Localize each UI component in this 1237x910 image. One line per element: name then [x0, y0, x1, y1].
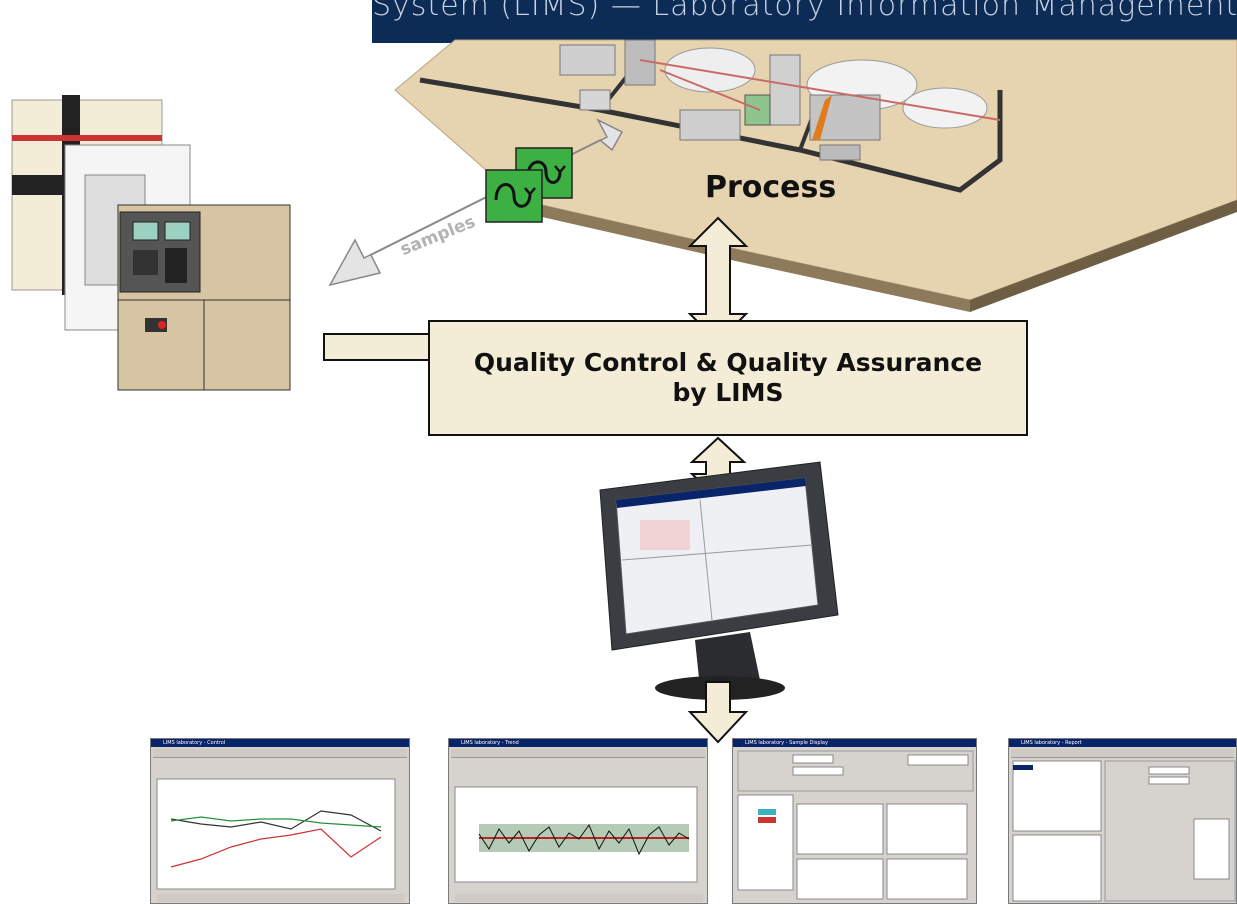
screen-toolbar — [1011, 749, 1234, 758]
screen-title: LIMS laboratory - Report — [1009, 739, 1236, 747]
banner-text: System (LIMS) — Laboratory Information M… — [372, 0, 1237, 23]
screen-report: LIMS laboratory - Report — [1008, 738, 1237, 904]
qc-lims-box: Quality Control & Quality Assurance by L… — [428, 320, 1028, 436]
qc-title-line1: Quality Control & Quality Assurance — [473, 348, 983, 377]
screen-toolbar — [153, 749, 407, 758]
screen-toolbar — [451, 749, 705, 758]
process-label: Process — [705, 170, 837, 205]
screen-sample-display: LIMS laboratory - Sample Display — [732, 738, 977, 904]
trend-chart-plot — [454, 786, 703, 902]
top-banner: System (LIMS) — Laboratory Information M… — [372, 0, 1237, 43]
samples-arrow — [328, 118, 624, 287]
screen-title: LIMS laboratory - Control — [151, 739, 409, 747]
lims-monitor-illustration — [599, 461, 839, 700]
qc-title-line2: by LIMS — [672, 378, 784, 407]
report-panels — [1012, 760, 1236, 902]
screen-title: LIMS laboratory - Trend — [449, 739, 707, 747]
sample-cube-icons — [485, 147, 573, 223]
monitor-to-screens-arrow — [687, 681, 749, 744]
control-chart-plot — [156, 778, 405, 902]
screen-trend-chart: LIMS laboratory - Trend — [448, 738, 708, 904]
process-plant-illustration — [394, 39, 1237, 312]
lab-analyzer-illustration — [11, 95, 291, 391]
screen-title: LIMS laboratory - Sample Display — [733, 739, 976, 747]
screen-control-chart: LIMS laboratory - Control — [150, 738, 410, 904]
sample-display-panels — [737, 750, 974, 900]
